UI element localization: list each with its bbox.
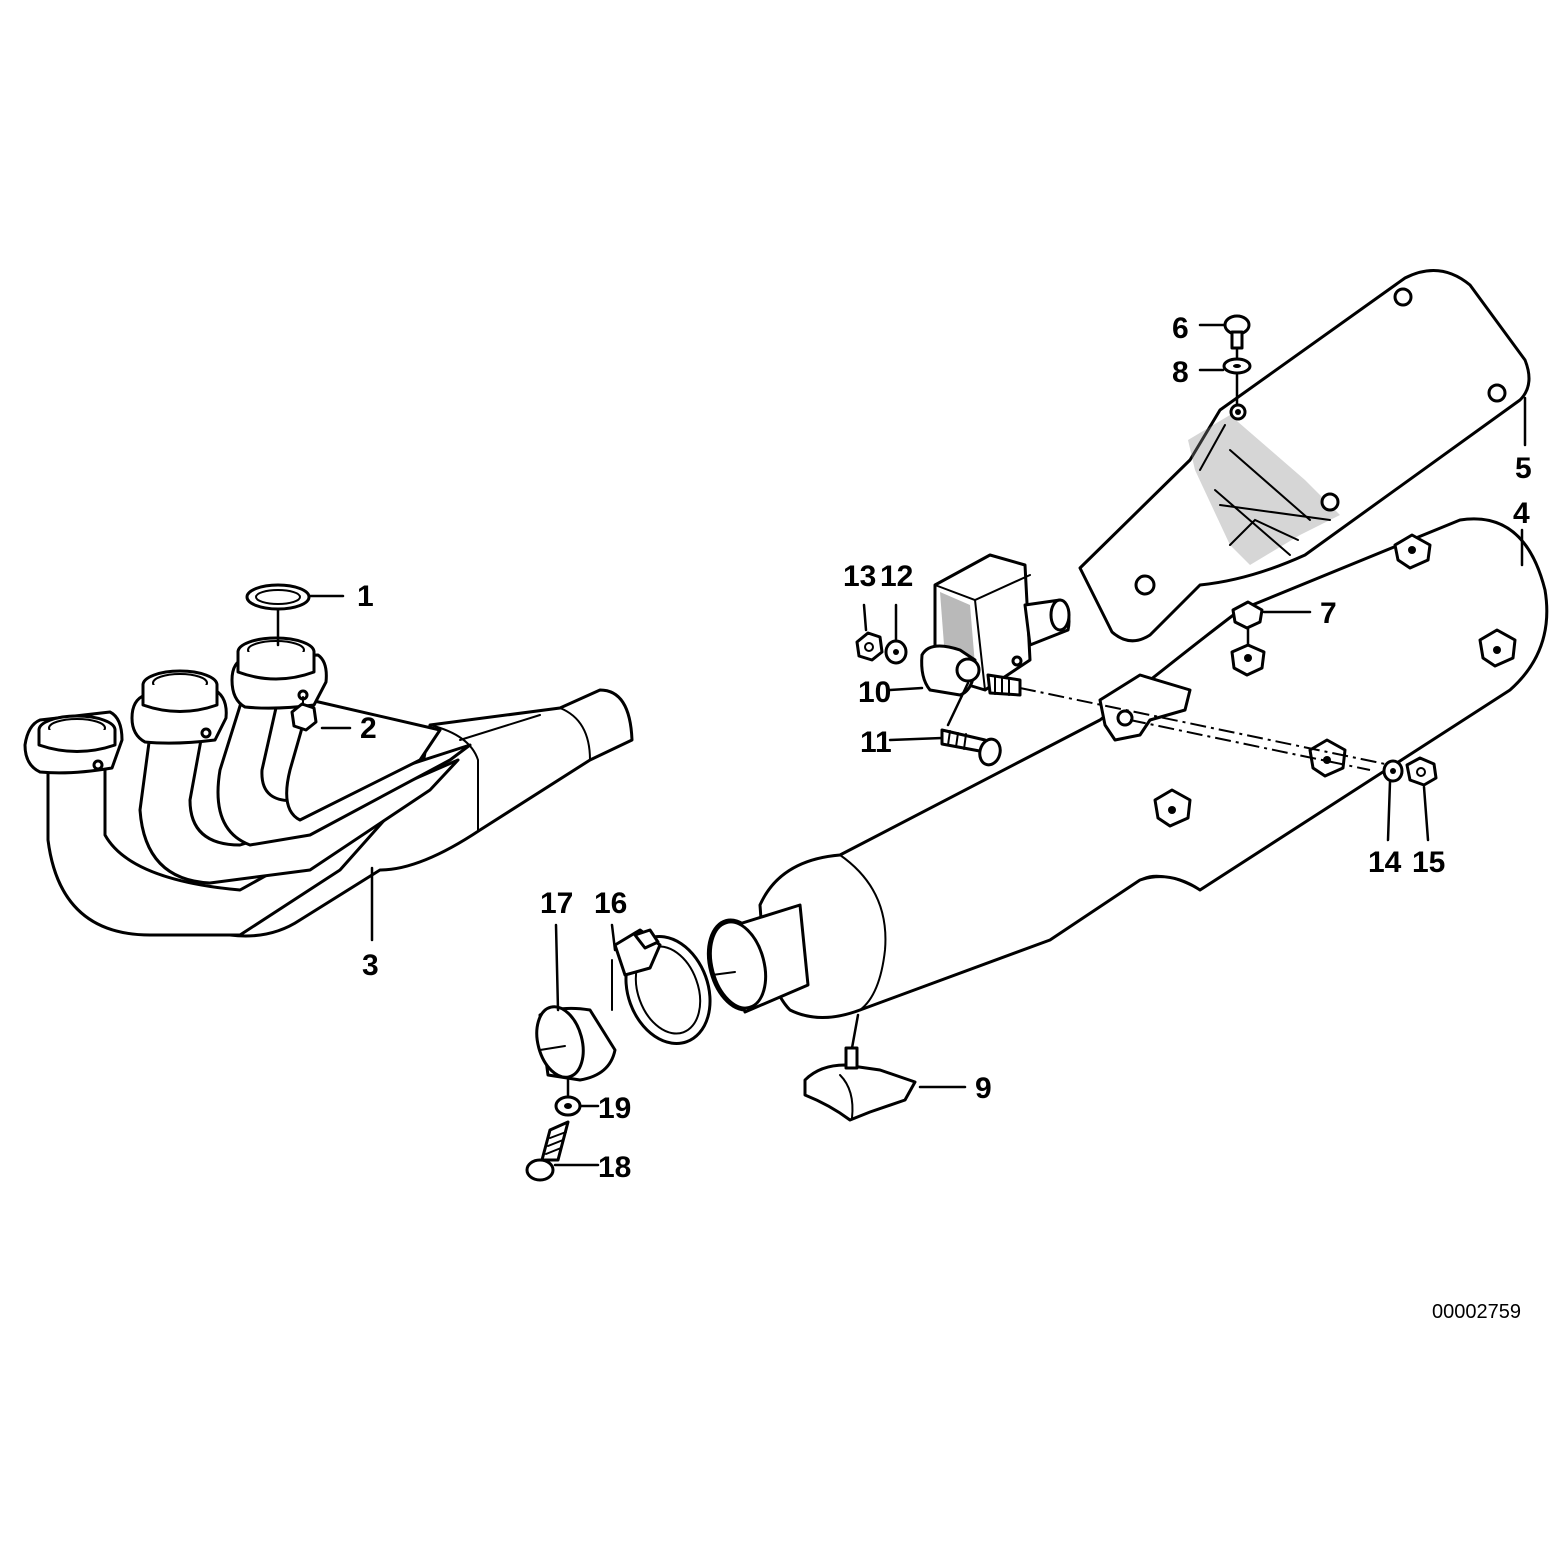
callout-8: 8 [1172, 356, 1189, 389]
callout-18: 18 [598, 1151, 631, 1184]
callout-11: 11 [860, 726, 892, 759]
callout-4: 4 [1513, 497, 1530, 530]
washer-14-part [1382, 759, 1404, 783]
drawing-number: 00002759 [1432, 1301, 1521, 1323]
callout-14: 14 [1368, 846, 1402, 879]
washer-8-part [1222, 357, 1252, 375]
nut-15-part [1405, 756, 1438, 787]
callout-6: 6 [1172, 312, 1189, 345]
callout-9: 9 [975, 1072, 992, 1105]
gasket-ring-part [245, 583, 311, 647]
callout-19: 19 [598, 1092, 631, 1125]
screw-part [1223, 314, 1251, 350]
mounting-foot-part [803, 1013, 917, 1122]
bracket-part [920, 553, 1071, 697]
callout-1: 1 [357, 580, 374, 613]
nut-part [855, 631, 884, 662]
exhaust-header-part [23, 636, 634, 938]
connecting-sleeve-part [535, 1005, 617, 1082]
callout-12: 12 [880, 560, 913, 593]
callout-17: 17 [540, 887, 573, 920]
callout-13: 13 [843, 560, 876, 593]
flange-nut-part [290, 696, 318, 732]
callout-5: 5 [1515, 452, 1532, 485]
callout-7: 7 [1320, 597, 1337, 630]
callout-3: 3 [362, 949, 379, 982]
washer-19-part [554, 1095, 582, 1117]
hex-bolt-part [940, 728, 1002, 767]
clip-nut-part [1230, 600, 1266, 677]
muffler-part [706, 517, 1549, 1019]
callout-15: 15 [1412, 846, 1445, 879]
callout-10: 10 [858, 676, 891, 709]
pipe-clamp-part [611, 928, 712, 1045]
callout-2: 2 [360, 712, 377, 745]
callout-16: 16 [594, 887, 627, 920]
washer-part [884, 639, 908, 665]
screw-18-part [525, 1120, 570, 1182]
